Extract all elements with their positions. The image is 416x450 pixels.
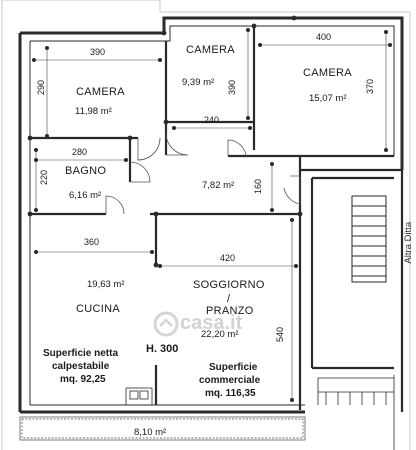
- dim-390-top: 390: [90, 47, 106, 57]
- commercial-surface-line-3: mq. 116,35: [205, 388, 256, 399]
- staircase: [351, 195, 387, 283]
- room-area-balcone: 8,10 m²: [134, 427, 167, 438]
- dim-240: 240: [204, 115, 220, 125]
- dim-370: 370: [365, 78, 376, 95]
- room-name-camera-1: CAMERA: [76, 86, 125, 98]
- dim-420: 420: [220, 253, 236, 263]
- watermark-text: casa.it: [180, 312, 243, 334]
- room-name-slash: /: [227, 293, 231, 305]
- dim-400: 400: [316, 32, 332, 42]
- net-surface-line-2: calpestabile: [52, 361, 110, 372]
- room-area-cucina: 19,63 m²: [87, 279, 125, 290]
- room-name-cucina: CUCINA: [76, 303, 120, 315]
- room-name-pranzo: PRANZO: [206, 305, 254, 317]
- height-label: H. 300: [146, 343, 179, 355]
- exterior-walls: [18, 16, 404, 414]
- dim-390-vertical: 390: [227, 79, 238, 96]
- room-area-camera-3: 15,07 m²: [309, 93, 347, 104]
- commercial-surface-line-1: Superficie: [209, 362, 258, 373]
- room-area-disimpegno: 7,82 m²: [202, 180, 235, 191]
- room-area-bagno: 6,16 m²: [69, 190, 102, 201]
- room-area-camera-1: 11,98 m²: [75, 106, 112, 117]
- room-name-camera-3: CAMERA: [303, 67, 352, 79]
- door-swings: [105, 132, 301, 215]
- room-name-camera-2: CAMERA: [186, 44, 235, 56]
- dim-160: 160: [253, 178, 264, 195]
- kitchen-fixtures: [125, 387, 153, 406]
- room-area-soggiorno: 22,20 m²: [201, 329, 239, 340]
- net-surface-line-1: Superficie netta: [43, 348, 119, 359]
- dim-280: 280: [72, 147, 88, 157]
- dim-360: 360: [84, 237, 100, 247]
- room-area-camera-2: 9,39 m²: [182, 77, 215, 88]
- net-surface-line-3: mq. 92,25: [60, 374, 106, 385]
- room-name-soggiorno: SOGGIORNO: [193, 279, 265, 291]
- neighbor-label: Altra Ditta: [403, 221, 415, 264]
- dimension-dots: [27, 15, 392, 402]
- interior-walls: [30, 26, 404, 412]
- exterior-walls-inner: [29, 25, 395, 406]
- room-name-bagno: BAGNO: [65, 165, 107, 177]
- lower-right-details: [317, 375, 395, 450]
- dim-540: 540: [275, 326, 286, 343]
- dim-290: 290: [36, 79, 47, 96]
- dim-220: 220: [39, 169, 50, 186]
- balcony: [19, 416, 306, 441]
- commercial-surface-line-2: commerciale: [199, 375, 261, 386]
- dimension-lines: [34, 30, 390, 400]
- watermark-logo: [153, 311, 179, 337]
